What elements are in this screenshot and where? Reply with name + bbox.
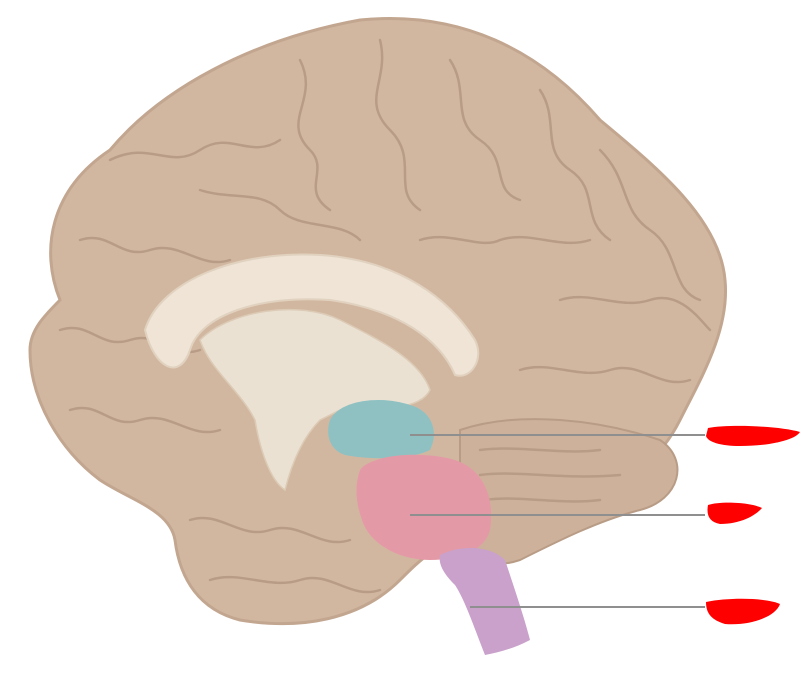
cerebellum (459, 418, 679, 565)
pons (356, 454, 492, 560)
redaction-mark-pons (707, 502, 762, 524)
leader-lines (410, 434, 705, 608)
midbrain (328, 400, 434, 459)
label-redactions (706, 425, 800, 625)
redaction-mark-medulla (706, 598, 780, 625)
redaction-mark-midbrain (706, 425, 800, 446)
gyri-folds (58, 38, 712, 594)
corpus-callosum (143, 253, 480, 377)
medulla (439, 548, 530, 655)
